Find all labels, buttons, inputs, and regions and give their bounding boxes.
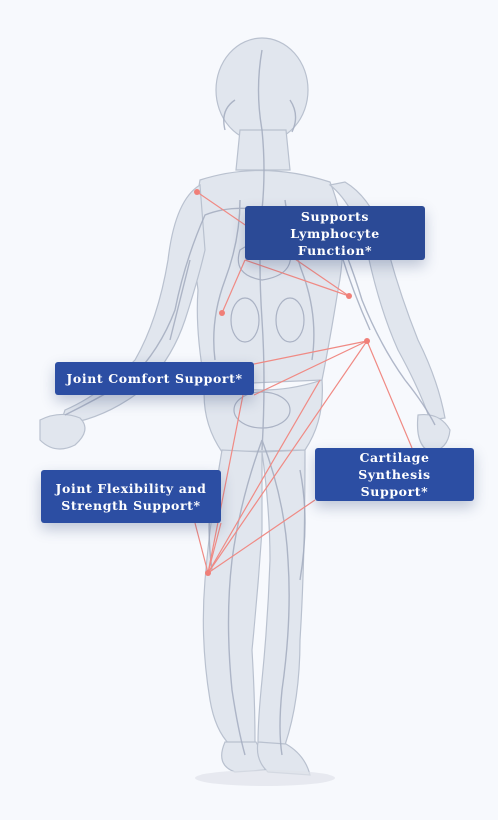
label-joint-flexibility-strength: Joint Flexibility and Strength Support*	[41, 470, 221, 523]
marker-dot	[205, 570, 211, 576]
label-joint-comfort-support: Joint Comfort Support*	[55, 362, 254, 395]
connector-line	[194, 522, 209, 574]
connector-line	[207, 394, 244, 574]
marker-dot	[346, 293, 352, 299]
label-joint-comfort-line-1: Joint Comfort Support*	[66, 371, 243, 386]
organ-details	[230, 241, 305, 429]
connector-line	[207, 379, 321, 574]
label-lymphocyte-line-1: Supports Lymphocyte	[290, 208, 380, 241]
label-joint-flexibility-line-1: Joint Flexibility and	[55, 480, 207, 496]
marker-dot	[194, 189, 200, 195]
ground-shadow	[195, 770, 335, 786]
label-lymphocyte-function: Supports Lymphocyte Function*	[245, 206, 425, 260]
label-lymphocyte-line-2: Function*	[297, 242, 373, 258]
label-cartilage-line-2: Support*	[360, 484, 429, 499]
marker-dot	[364, 338, 370, 344]
marker-dot	[219, 310, 225, 316]
label-cartilage-synthesis-support: Cartilage Synthesis Support*	[315, 448, 474, 501]
connector-line	[207, 340, 368, 574]
connector-line	[253, 340, 368, 396]
label-cartilage-line-1: Cartilage Synthesis	[358, 450, 431, 482]
connector-line	[253, 340, 368, 365]
connector-line	[207, 522, 222, 574]
connector-line	[244, 259, 350, 297]
connector-line	[221, 259, 246, 314]
label-joint-flexibility-line-2: Strength Support*	[61, 497, 201, 513]
connector-line	[366, 340, 413, 449]
connector-line	[207, 499, 316, 574]
